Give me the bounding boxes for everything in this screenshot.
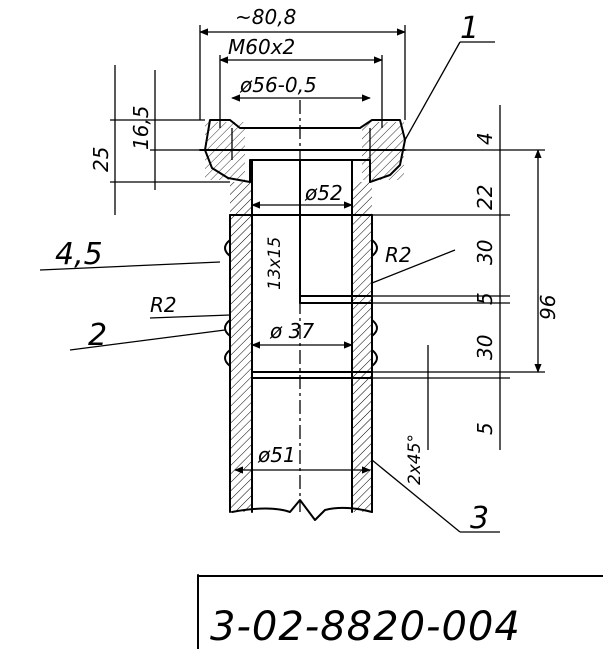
- drawing-code: 3-02-8820-004: [210, 604, 521, 649]
- dim-overall-width: ~80,8: [235, 5, 296, 29]
- callout-1: 1: [460, 11, 479, 46]
- nut-part: [199, 119, 406, 183]
- callout-3: 3: [470, 501, 489, 536]
- dim-h-5-bot: 5: [473, 422, 497, 435]
- dim-chamfer-2: 2x45°: [405, 434, 425, 485]
- dim-h-5-mid: 5: [473, 292, 497, 305]
- dim-h-30-bot: 30: [473, 335, 497, 360]
- dim-h-4: 4: [473, 132, 497, 145]
- tube-body: [224, 100, 378, 521]
- dim-h-25: 25: [89, 147, 113, 172]
- dim-radius-left: R2: [150, 293, 177, 317]
- dim-diam-56: ø56-0,5: [239, 73, 317, 97]
- dim-thread: M60x2: [228, 35, 295, 59]
- dimension-lines: [110, 25, 545, 474]
- dim-diam-51: ø51: [257, 443, 296, 467]
- dim-radius-top: R2: [385, 243, 412, 267]
- callout-2: 2: [88, 318, 107, 353]
- dim-h-30-top: 30: [473, 240, 497, 265]
- dim-h-22: 22: [473, 185, 497, 210]
- dim-diam-37: ø 37: [269, 319, 314, 343]
- dim-diam-52: ø52: [304, 181, 343, 205]
- dim-h-96: 96: [536, 295, 560, 320]
- dim-chamfer: 13x15: [265, 237, 285, 290]
- dim-h-16-5: 16,5: [129, 105, 153, 150]
- callout-4-5: 4,5: [55, 237, 103, 272]
- leader-lines: [39, 41, 500, 533]
